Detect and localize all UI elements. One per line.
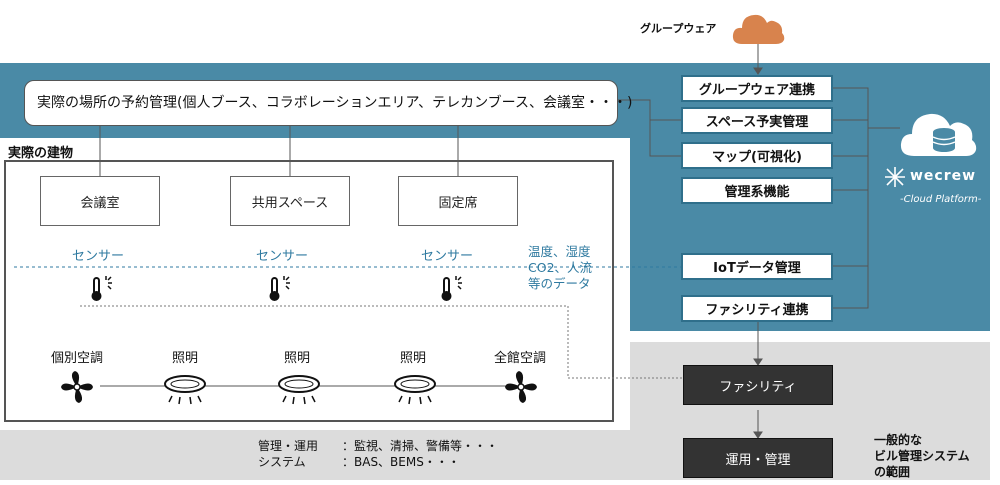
room-meeting: 会議室 (40, 176, 160, 226)
management-system-items: ：監視、清掃、警備等・・・ ：BAS、BEMS・・・ (342, 439, 499, 469)
bms-scope-label: 一般的な ビル管理システム の範囲 (874, 433, 970, 479)
management-system-label: 管理・運用 システム (258, 439, 319, 469)
fan-icon (61, 371, 93, 403)
reservation-management-box: 実際の場所の予約管理(個人ブース、コラボレーションエリア、テレカンブース、会議室… (24, 80, 632, 126)
groupware-cloud-icon (732, 14, 785, 44)
sensor-label-2: センサー (255, 249, 308, 264)
sensor-label-1: センサー (71, 249, 124, 264)
thermometer-sun-icon (269, 276, 290, 301)
cloud-database-icon (900, 113, 977, 156)
device-label: 照明 (283, 351, 310, 366)
building-title: 実際の建物 (8, 146, 74, 161)
building-frame (4, 160, 614, 422)
admin-functions-button[interactable]: 管理系機能 (681, 177, 833, 204)
brand-name: wecrew (910, 168, 977, 184)
facility-box: ファシリティ (683, 365, 833, 405)
facility-integration-button[interactable]: ファシリティ連携 (681, 295, 833, 322)
space-plan-actual-button[interactable]: スペース予実管理 (681, 107, 833, 134)
thermometer-sun-icon (91, 276, 112, 301)
iot-data-management-button[interactable]: IoTデータ管理 (681, 253, 833, 280)
sensor-label-3: センサー (420, 249, 473, 264)
groupware-integration-button[interactable]: グループウェア連携 (681, 75, 833, 102)
brand-subtitle: -Cloud Platform- (900, 194, 982, 205)
operations-box: 運用・管理 (683, 438, 833, 478)
groupware-label: グループウェア (640, 22, 717, 35)
wecrew-logo-icon (885, 167, 905, 187)
light-icon (278, 375, 320, 405)
light-icon (394, 375, 436, 405)
thermometer-sun-icon (441, 276, 462, 301)
device-label: 照明 (399, 351, 426, 366)
light-icon (164, 375, 206, 405)
device-label: 照明 (171, 351, 198, 366)
room-fixed-seat: 固定席 (398, 176, 518, 226)
map-visualization-button[interactable]: マップ(可視化) (681, 142, 833, 169)
fan-icon (505, 371, 537, 403)
room-shared-space: 共用スペース (230, 176, 350, 226)
sensor-data-description: 温度、湿度 CO2、人流 等のデータ (528, 244, 593, 291)
device-label: 個別空調 (50, 351, 103, 366)
device-label: 全館空調 (493, 351, 546, 366)
